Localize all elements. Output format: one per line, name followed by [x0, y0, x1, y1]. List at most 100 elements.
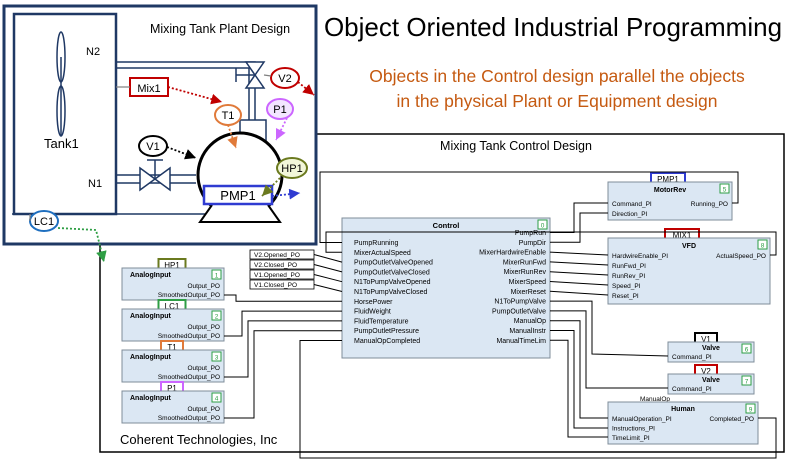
analog-out2-0: SmoothedOutput_PO	[158, 292, 220, 299]
valve-name-1: Valve	[702, 377, 720, 384]
wire-manualtime	[550, 339, 608, 438]
control-input-5: N1ToPumpValveClosed	[354, 289, 428, 296]
analog-block-2	[121, 349, 225, 383]
control-output-5: MixerSpeed	[509, 279, 546, 286]
control-output-0: PumpRun	[515, 230, 546, 237]
human-in-1: Instructions_PI	[612, 426, 655, 433]
analog-name-3: AnalogInput	[130, 395, 171, 402]
analog-wire-3	[224, 330, 342, 419]
human-name: Human	[671, 406, 695, 413]
arrow-mix1	[167, 86, 223, 105]
control-input-8: FluidTemperature	[354, 318, 409, 325]
control-output-11: ManualTimeLim	[496, 338, 546, 345]
motor-in-1: Direction_PI	[612, 211, 648, 218]
valve-block-0	[667, 341, 755, 363]
control-block	[341, 217, 551, 359]
valve-number-1: 7	[745, 379, 749, 386]
v1-label-bubble	[138, 135, 168, 157]
v2-link	[263, 74, 272, 77]
vfd-in-4: Reset_PI	[612, 293, 639, 300]
wire-manualinstr	[550, 330, 608, 429]
analog-out2-1: SmoothedOutput_PO	[158, 333, 220, 340]
control-input-4: N1ToPumpValveOpened	[354, 279, 431, 286]
motor-block	[607, 181, 733, 221]
analog-out1-2: Output_PO	[187, 365, 220, 372]
wire-n1valve	[550, 300, 669, 357]
plant-design: Mixing Tank Plant DesignTank1N2N1PMP1Mix…	[2, 4, 318, 263]
plant-title: Mixing Tank Plant Design	[150, 22, 290, 36]
valve-v1-left	[139, 166, 157, 192]
wire-manualop	[550, 320, 608, 419]
v2-label-bubble	[270, 67, 300, 89]
vfd-number: 8	[761, 243, 765, 250]
control-output-1: PumpDir	[519, 240, 547, 247]
vfd-in-0: HardwireEnable_PI	[612, 253, 668, 260]
pmp1-label: PMP1	[220, 188, 255, 203]
analog-name-0: AnalogInput	[130, 272, 171, 279]
valve-in-1: Command_PI	[672, 386, 712, 393]
analog-number-3: 4	[215, 396, 219, 403]
analog-out2-3: SmoothedOutput_PO	[158, 415, 220, 422]
control-block-name: Control	[433, 221, 460, 230]
valve-number-0: 6	[745, 347, 749, 354]
analog-wire-0	[224, 294, 342, 302]
human-in-0: ManualOperation_PI	[612, 416, 672, 423]
pump-stand	[198, 204, 282, 223]
control-block-number-box	[537, 219, 548, 230]
valve-name-0: Valve	[702, 345, 720, 352]
analog-name-2: AnalogInput	[130, 354, 171, 361]
valve-block-1	[667, 373, 755, 395]
analog-name-1: AnalogInput	[130, 313, 171, 320]
wire-speed-feedback	[325, 231, 777, 256]
human-top-label: ManualOp	[640, 396, 670, 403]
vfd-in-3: Speed_PI	[612, 283, 641, 290]
control-title: Mixing Tank Control Design	[440, 139, 592, 153]
control-input-10: ManualOpCompleted	[354, 338, 420, 345]
wire-pumpdir	[550, 212, 608, 243]
tag-wire-3	[313, 284, 343, 292]
analog-tag-2: T1	[167, 343, 177, 352]
motor-number-box	[719, 183, 730, 194]
analog-number-0: 1	[215, 273, 219, 280]
slide-subtitle: Objects in the Control design parallel t…	[318, 64, 796, 114]
human-block	[607, 401, 759, 445]
human-number-box	[745, 403, 756, 414]
tag-wire-2	[313, 274, 343, 283]
analog-number-3-box	[211, 392, 222, 403]
control-output-7: N1ToPumpValve	[494, 299, 546, 306]
nozzle-n2-label: N2	[86, 46, 100, 58]
valve-number-1-box	[741, 375, 752, 386]
arrow-lc1	[57, 227, 107, 263]
analog-out1-3: Output_PO	[187, 406, 220, 413]
analog-out2-2: SmoothedOutput_PO	[158, 374, 220, 381]
pipe-n2-inner	[116, 67, 250, 120]
valve-number-0-box	[741, 343, 752, 354]
control-input-2: PumpOutletValveOpened	[354, 260, 433, 267]
arrow-hp1	[261, 177, 281, 197]
hp1-label-bubble	[276, 157, 308, 179]
control-output-4: MixerRunRev	[504, 269, 547, 276]
valve-in-0: Command_PI	[672, 354, 712, 361]
control-output-8: PumpOutletValve	[492, 308, 546, 315]
v2-label: V2	[278, 73, 291, 85]
tag-wire-1	[313, 264, 343, 273]
analog-out1-0: Output_PO	[187, 283, 220, 290]
arrow-v1	[166, 146, 197, 160]
vfd-in-2: RunRev_PI	[612, 273, 645, 280]
motor-name: MotorRev	[654, 187, 686, 194]
analog-number-0-box	[211, 269, 222, 280]
mix1-label: Mix1	[137, 83, 160, 95]
wire-vfd-1	[549, 261, 609, 266]
t1-label: T1	[222, 110, 235, 122]
tag-label-1: V2.Closed_PO	[254, 262, 297, 269]
wire-manual-feedback	[299, 340, 777, 459]
wire-vfd-4	[549, 290, 609, 296]
analog-number-1: 2	[215, 314, 219, 321]
arrow-v2	[297, 81, 315, 96]
motor-in-0: Command_PI	[612, 201, 652, 208]
nozzle-n1-label: N1	[88, 178, 102, 190]
valve-v2-top	[244, 61, 266, 77]
wire-outletvalve	[550, 310, 668, 389]
p1-label: P1	[273, 104, 286, 116]
